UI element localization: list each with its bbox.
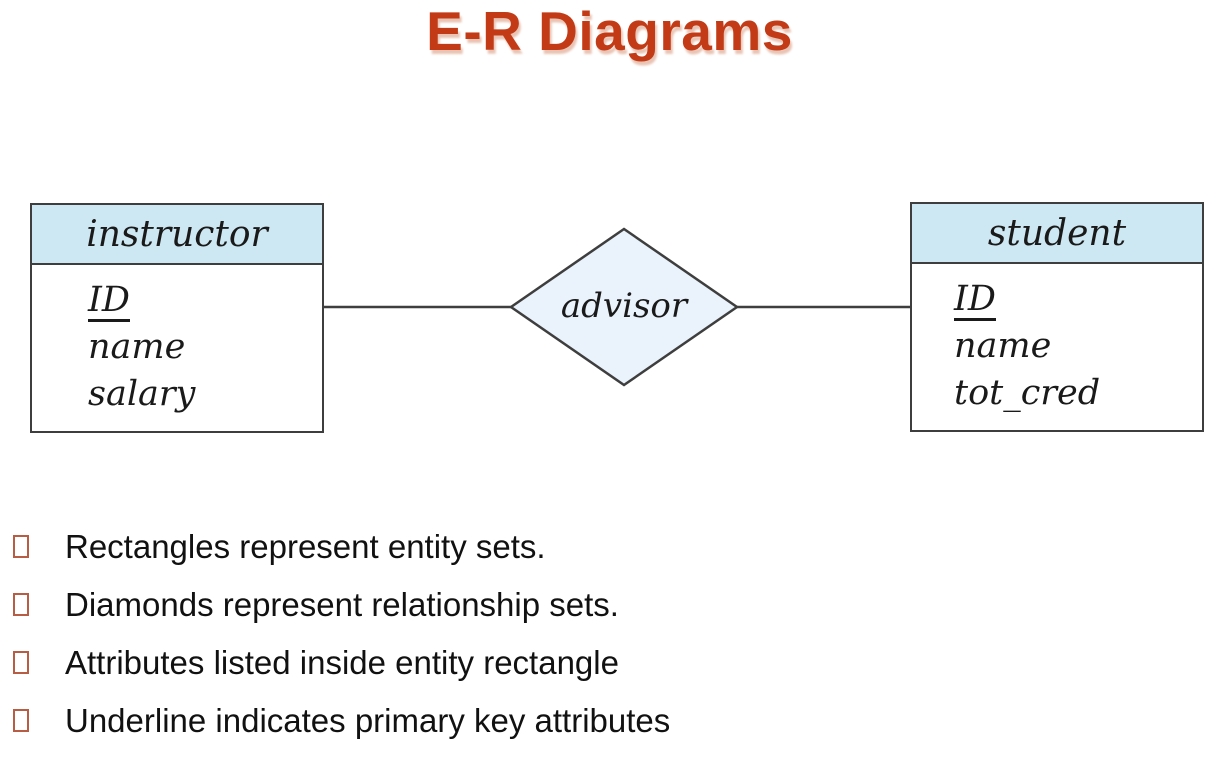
bullet-text: Underline indicates primary key attribut…	[65, 702, 671, 739]
entity-student-header: student	[912, 204, 1202, 264]
bullet-text: Attributes listed inside entity rectangl…	[65, 644, 619, 681]
square-bullet-icon	[13, 709, 29, 732]
entity-instructor-name: instructor	[86, 213, 268, 255]
list-item: Rectangles represent entity sets.	[10, 526, 670, 567]
entity-instructor: instructor ID name salary	[30, 203, 324, 433]
attribute-row: ID	[954, 276, 1202, 323]
attribute-row: ID	[88, 277, 322, 324]
attribute-row: salary	[88, 374, 196, 414]
bullet-text: Diamonds represent relationship sets.	[65, 586, 619, 623]
entity-instructor-header: instructor	[32, 205, 322, 265]
list-item: Diamonds represent relationship sets.	[10, 584, 670, 625]
entity-student-attributes: ID name tot_cred	[912, 264, 1202, 417]
list-item: Attributes listed inside entity rectangl…	[10, 642, 670, 683]
attribute-row: tot_cred	[954, 373, 1101, 413]
page-title: E-R Diagrams	[426, 0, 793, 62]
primary-key-attribute: ID	[954, 279, 996, 321]
relationship-diamond-shape	[508, 227, 740, 387]
entity-student-name: student	[987, 212, 1127, 254]
relationship-label: advisor	[560, 286, 688, 326]
entity-student: student ID name tot_cred	[910, 202, 1204, 432]
entity-instructor-attributes: ID name salary	[32, 265, 322, 418]
square-bullet-icon	[13, 593, 29, 616]
bullet-text: Rectangles represent entity sets.	[65, 528, 546, 565]
primary-key-attribute: ID	[88, 280, 130, 322]
attribute-row: name	[88, 327, 186, 367]
square-bullet-icon	[13, 535, 29, 558]
attribute-row: name	[954, 326, 1052, 366]
bullet-list: Rectangles represent entity sets. Diamon…	[10, 526, 670, 758]
list-item: Underline indicates primary key attribut…	[10, 700, 670, 741]
square-bullet-icon	[13, 651, 29, 674]
